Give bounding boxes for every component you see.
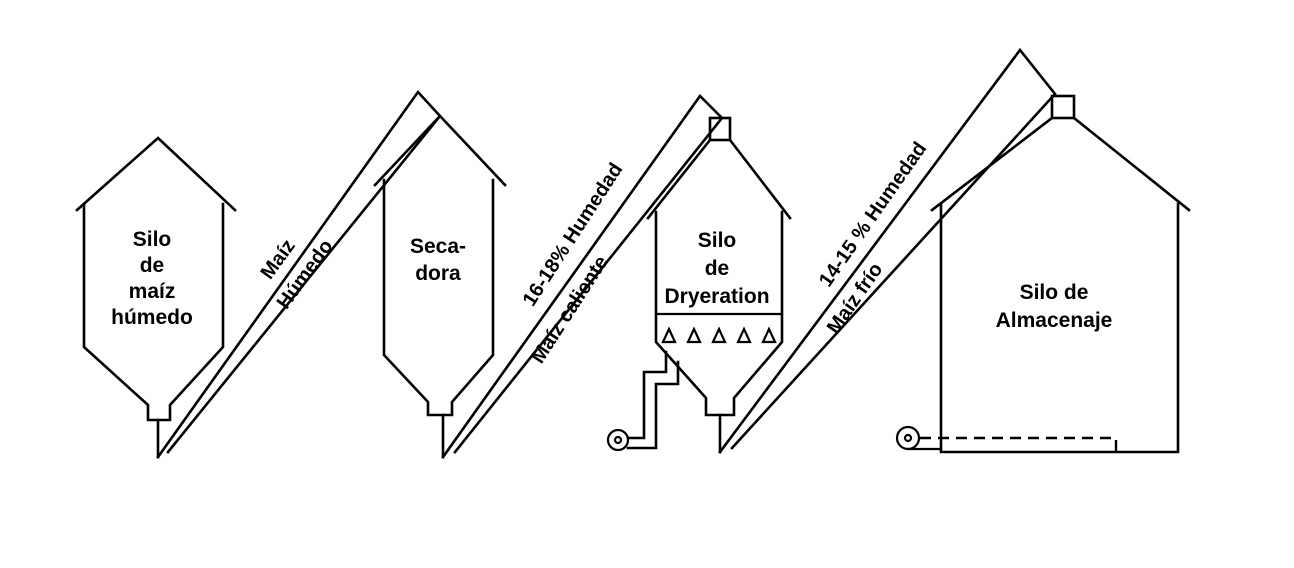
storage-silo-label-1: Silo de (1020, 281, 1089, 304)
dryer-label-1: Seca- (410, 235, 466, 258)
elevator-3 (718, 47, 1057, 454)
dryeration-silo (606, 116, 792, 454)
storage-silo-label-2: Almacenaje (996, 309, 1113, 332)
dryeration-label-2: de (705, 257, 730, 280)
dryeration-label-3: Dryeration (664, 285, 769, 308)
dryer-label-2: dora (415, 262, 461, 285)
wet-silo-label-2: de (140, 254, 165, 277)
dryeration-label-1: Silo (698, 229, 737, 252)
wet-silo-label-3: maíz (129, 280, 176, 303)
aeration-triangles (661, 326, 777, 344)
dryer-silo (373, 114, 507, 459)
wet-silo-label-1: Silo (133, 228, 172, 251)
elevator-2 (441, 93, 724, 459)
wet-corn-silo (75, 136, 237, 459)
storage-silo (895, 94, 1191, 454)
elevator-1 (156, 89, 442, 459)
wet-silo-label-4: húmedo (111, 306, 193, 329)
